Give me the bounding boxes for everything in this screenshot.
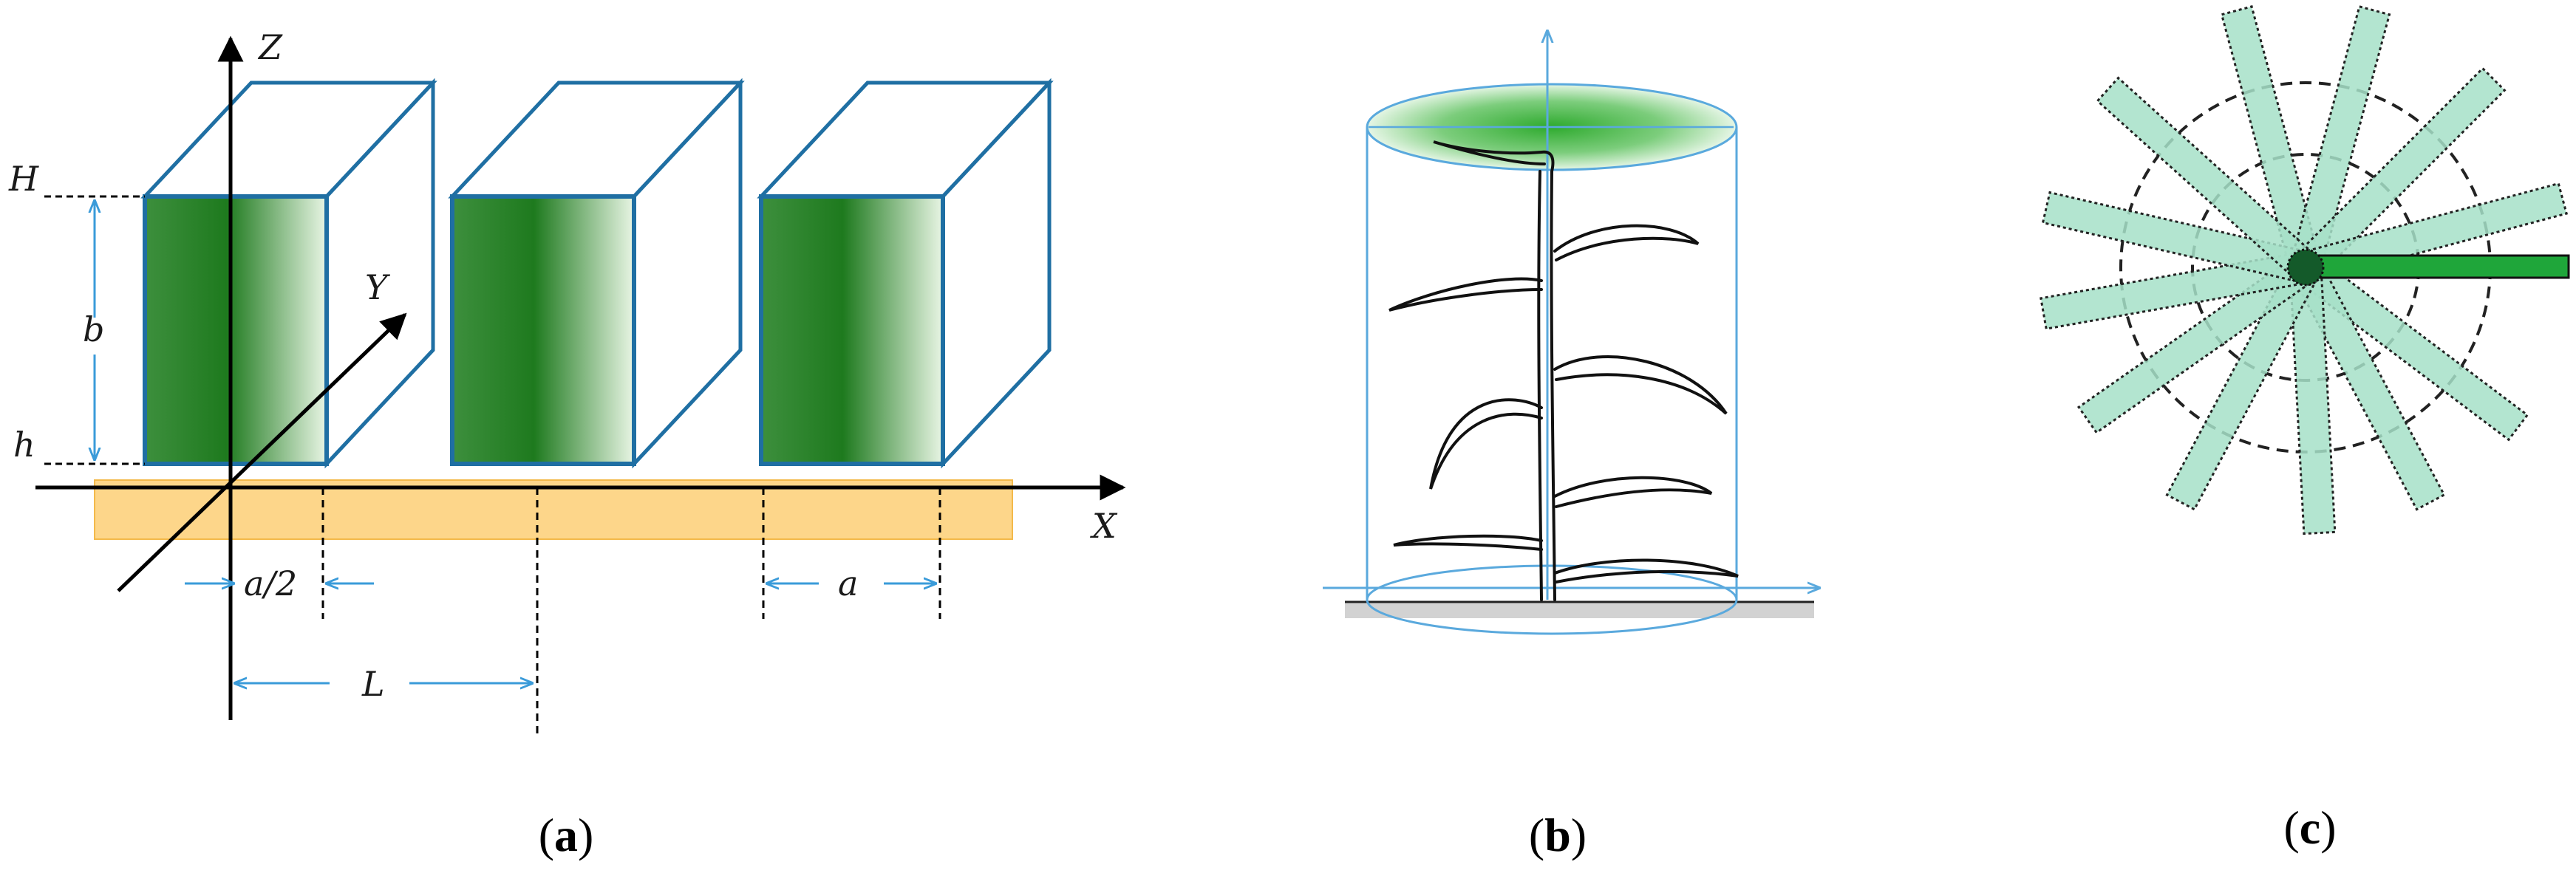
leaf-5 [1553,476,1713,508]
caption-b: (b) [1529,809,1587,861]
label-L: L [361,664,385,704]
radial-leaf [2294,253,2529,442]
hedgerow-box-2 [448,78,745,469]
label-b: b [83,309,104,349]
radial-leaf [2165,259,2321,511]
panel-a: Z Y X H b h a/2 a L (a) [8,27,1126,861]
radial-leaf [2041,191,2311,284]
rosette-center [2286,248,2325,287]
radial-leaf [2293,66,2507,280]
top-leaf [1433,140,1555,173]
leaf-2 [1388,277,1543,312]
leaf-1 [1553,224,1700,261]
leaf-rosette [2040,4,2569,535]
leaf-7 [1553,558,1739,583]
radial-leaf [2289,4,2391,273]
ground-strip [94,479,1013,540]
panel-c: (c) [2040,4,2570,854]
cylinder-bottom [1366,564,1738,635]
y-axis-label: Y [365,267,391,307]
leaf-3 [1553,355,1728,415]
leaf-4 [1429,398,1543,490]
plant-sketch [1388,140,1739,601]
ground-surface [1345,602,1814,618]
radial-leaf [2220,4,2323,273]
highlighted-leaf [2307,254,2570,279]
label-a: a [838,564,858,603]
radial-leaf [2289,265,2337,535]
label-h: h [13,425,35,465]
radial-leaf [2096,76,2318,281]
hedgerow-box-3 [757,78,1054,469]
y-axis [117,312,407,592]
label-H: H [8,159,39,199]
z-axis-label: Z [257,27,283,67]
leaf-6 [1393,534,1543,551]
radial-leaf [2290,259,2446,511]
x-axis-label: X [1090,506,1118,546]
radial-leaf [2076,253,2317,434]
hedgerow-box-1 [140,78,437,469]
radial-leaf [2040,250,2310,330]
caption-a: (a) [539,809,594,861]
panel-b: (b) [1323,31,1819,861]
plant-stem [1537,170,1556,601]
caption-c: (c) [2283,801,2336,854]
label-a-half: a/2 [244,564,297,603]
